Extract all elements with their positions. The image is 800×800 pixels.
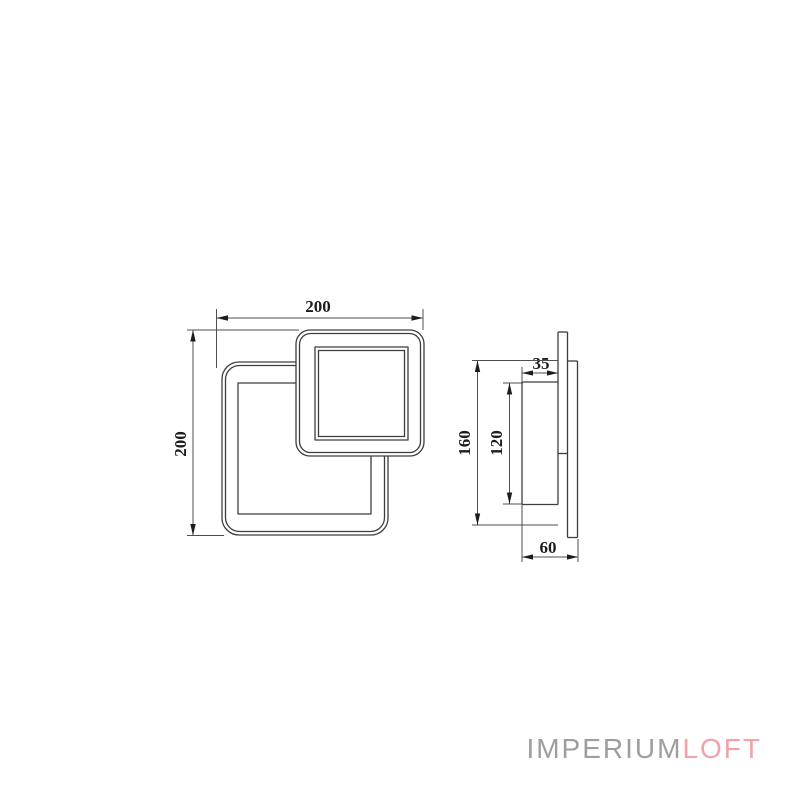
side-60-arrow-right xyxy=(567,554,578,560)
side-total-depth-label: 60 xyxy=(540,538,557,557)
front-small-ring-opening-outer xyxy=(314,346,409,441)
brand-logo-imperium-text: IMPERIUM xyxy=(526,733,683,764)
side-depth-arrow-right xyxy=(547,370,558,376)
side-view xyxy=(521,331,579,539)
side-total-depth-dimension: 60 xyxy=(521,504,579,562)
side-body-height-dimension: 120 xyxy=(487,382,523,505)
side-160-arrow-bottom xyxy=(474,513,481,525)
front-width-arrow-left xyxy=(216,315,228,321)
side-body-height-label: 120 xyxy=(487,430,506,456)
brand-logo-loft-text: LOFT xyxy=(682,733,762,764)
side-depth-arrow-left xyxy=(522,370,533,376)
front-small-ring-opening-inner xyxy=(317,349,406,438)
front-height-dimension: 200 xyxy=(171,329,299,536)
front-view xyxy=(221,329,425,536)
front-height-label: 200 xyxy=(171,431,190,457)
side-120-arrow-top xyxy=(506,383,513,395)
side-body-depth-dimension: 35 xyxy=(521,354,558,382)
side-120-arrow-bottom xyxy=(506,492,513,504)
front-height-arrow-bottom xyxy=(190,524,196,536)
front-width-arrow-right xyxy=(411,315,423,321)
front-small-ring-inner-contour xyxy=(298,332,422,454)
side-plate-height-label: 160 xyxy=(455,430,474,456)
front-width-dimension: 200 xyxy=(216,297,424,368)
front-height-arrow-top xyxy=(190,330,196,342)
side-160-arrow-top xyxy=(474,360,481,372)
side-60-arrow-left xyxy=(522,554,533,560)
front-small-ring-outer-contour xyxy=(295,329,425,457)
side-plate-height-dimension: 160 xyxy=(455,360,558,526)
side-depth-label: 35 xyxy=(533,354,550,373)
brand-logo: IMPERIUMLOFT xyxy=(526,733,762,765)
front-width-label: 200 xyxy=(305,297,331,316)
